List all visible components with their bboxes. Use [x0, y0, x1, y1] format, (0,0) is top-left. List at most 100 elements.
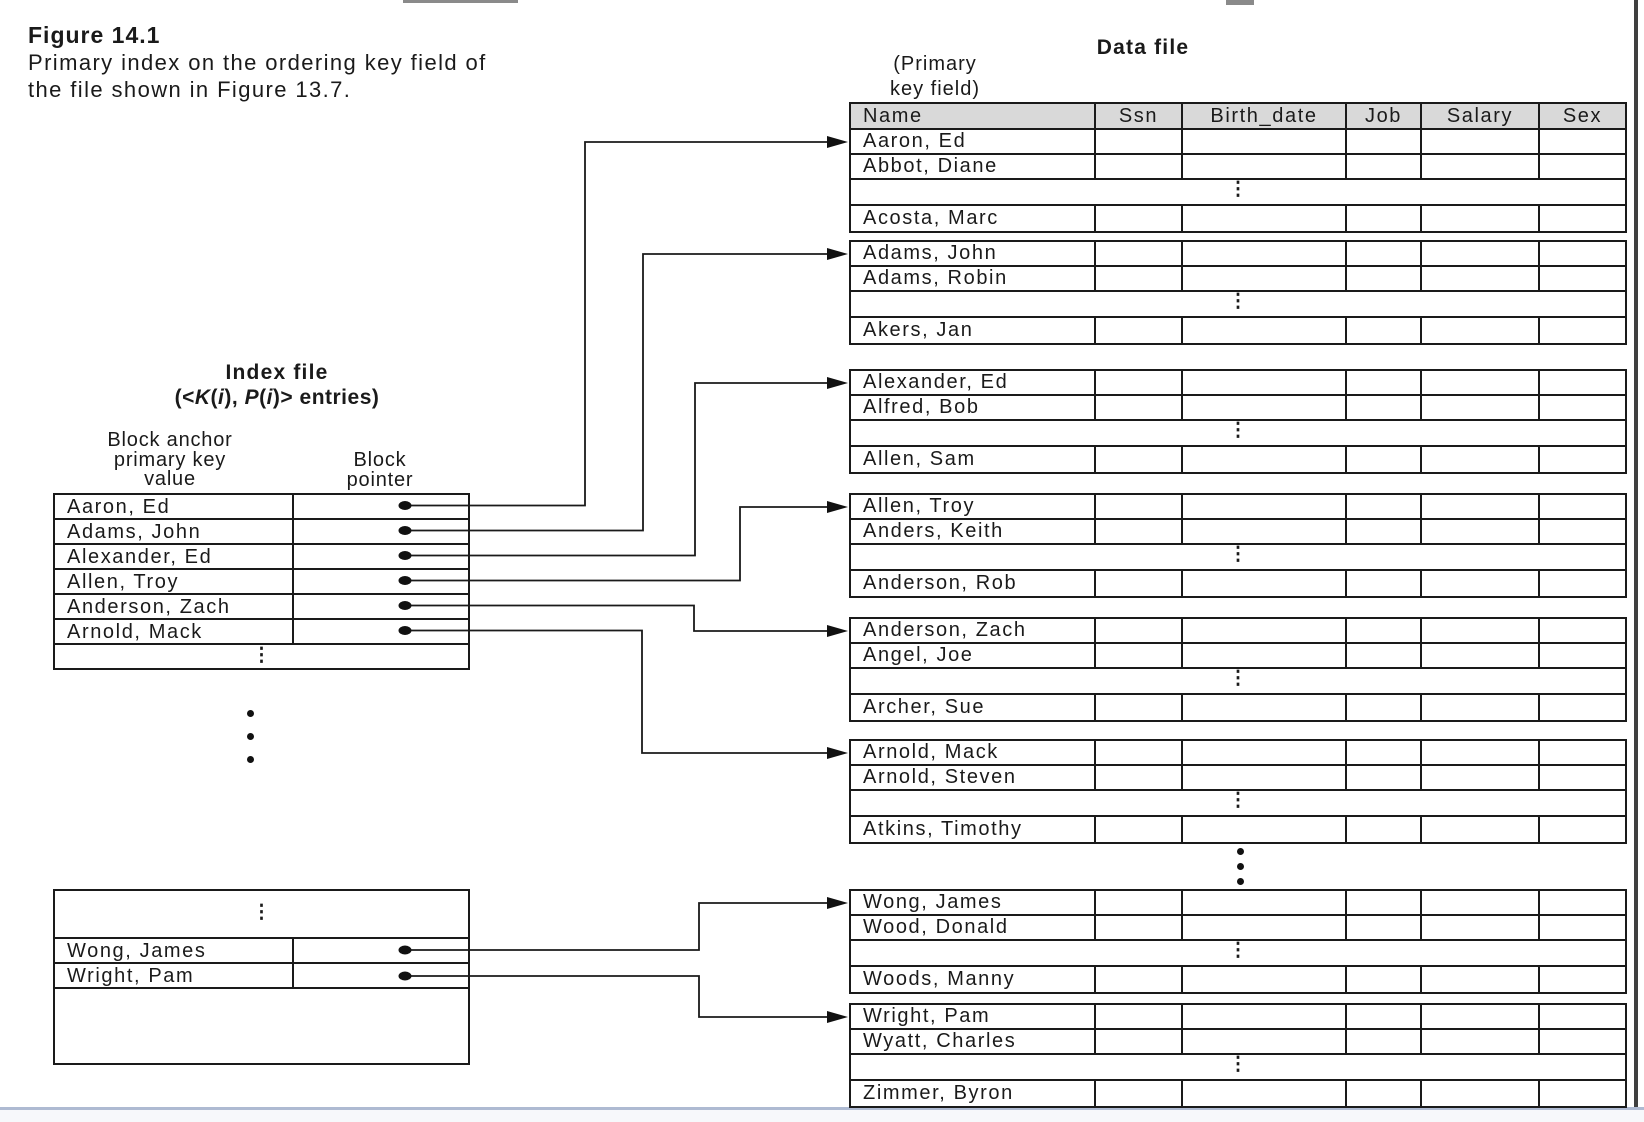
record-empty-cell — [1347, 967, 1422, 992]
record-name-cell: Acosta, Marc — [851, 206, 1096, 231]
record-empty-cell — [1096, 396, 1183, 419]
ellipsis-row: ⋮ — [851, 421, 1625, 447]
record-empty-cell — [1540, 695, 1625, 720]
record-name-cell: Anderson, Zach — [851, 619, 1096, 642]
record-name-cell: Archer, Sue — [851, 695, 1096, 720]
figure-caption-line: Primary index on the ordering key field … — [28, 50, 487, 75]
index-file-title-text: Index file — [225, 361, 329, 384]
record-name: Wong, James — [863, 891, 1003, 913]
ellipsis-row: ⋮ — [851, 545, 1625, 571]
record-name-cell: Adams, John — [851, 242, 1096, 265]
record-empty-cell — [1096, 371, 1183, 394]
record-empty-cell — [1347, 267, 1422, 290]
record-empty-cell — [1183, 1005, 1347, 1028]
record-empty-cell — [1422, 619, 1540, 642]
record-empty-cell — [1096, 447, 1183, 472]
key-column-label-line: Block anchor — [107, 429, 233, 451]
record-empty-cell — [1096, 817, 1183, 842]
data-blocks-ellipsis — [1237, 848, 1244, 885]
record-empty-cell — [1183, 267, 1347, 290]
record-empty-cell — [1422, 891, 1540, 914]
record-name: Alfred, Bob — [863, 396, 980, 418]
record-empty-cell — [1540, 495, 1625, 518]
record-empty-cell — [1347, 1030, 1422, 1053]
record-empty-cell — [1422, 1081, 1540, 1106]
record-empty-cell — [1183, 619, 1347, 642]
page-bottom-strip — [0, 1110, 1644, 1122]
index-key-pointer-divider — [292, 495, 294, 645]
record-empty-cell — [1540, 1005, 1625, 1028]
table-row: Zimmer, Byron — [851, 1081, 1625, 1106]
index-tables-ellipsis — [247, 710, 254, 763]
column-header-ssn: Ssn — [1096, 104, 1183, 128]
record-empty-cell — [1347, 817, 1422, 842]
index-entry-key: Wright, Pam — [67, 965, 195, 987]
record-empty-cell — [1347, 766, 1422, 789]
record-name-cell: Aaron, Ed — [851, 130, 1096, 153]
record-empty-cell — [1183, 891, 1347, 914]
record-empty-cell — [1422, 1030, 1540, 1053]
table-row: Wood, Donald — [851, 916, 1625, 941]
record-empty-cell — [1422, 318, 1540, 343]
record-empty-cell — [1096, 520, 1183, 543]
record-empty-cell — [1540, 891, 1625, 914]
key-column-label-line: primary key — [113, 448, 227, 471]
record-empty-cell — [1183, 520, 1347, 543]
record-empty-cell — [1096, 242, 1183, 265]
record-empty-cell — [1096, 644, 1183, 667]
table-row: Abbot, Diane — [851, 155, 1625, 180]
record-empty-cell — [1422, 396, 1540, 419]
record-name: Aaron, Ed — [863, 130, 967, 152]
block-pointer-arrow — [405, 248, 848, 532]
record-empty-cell — [1422, 371, 1540, 394]
record-empty-cell — [1183, 396, 1347, 419]
record-name: Angel, Joe — [863, 644, 974, 666]
index-entry-key: Aaron, Ed — [67, 496, 171, 518]
record-empty-cell — [1183, 130, 1347, 153]
index-entry-row: Wright, Pam — [55, 964, 468, 989]
record-name: Wood, Donald — [863, 916, 1009, 938]
row-ellipsis: ⋮ — [1228, 291, 1248, 312]
record-empty-cell — [1540, 916, 1625, 939]
table-row: Acosta, Marc — [851, 206, 1625, 231]
figure-caption: Figure 14.1 Primary index on the orderin… — [28, 22, 487, 103]
record-empty-cell — [1347, 520, 1422, 543]
index-entry-row: Allen, Troy — [55, 570, 468, 595]
record-empty-cell — [1540, 267, 1625, 290]
record-empty-cell — [1422, 644, 1540, 667]
page-right-edge — [1634, 0, 1638, 1108]
record-empty-cell — [1183, 495, 1347, 518]
record-empty-cell — [1540, 817, 1625, 842]
primary-key-field-note: (Primary key field) — [845, 52, 1025, 102]
scan-artifact — [1226, 0, 1254, 5]
row-ellipsis: ⋮ — [1228, 940, 1248, 961]
record-empty-cell — [1183, 447, 1347, 472]
index-row-border — [55, 937, 468, 939]
record-empty-cell — [1540, 155, 1625, 178]
page-bottom-edge — [0, 1107, 1644, 1110]
column-header-birth_date: Birth_date — [1183, 104, 1347, 128]
record-empty-cell — [1347, 891, 1422, 914]
record-empty-cell — [1540, 741, 1625, 764]
index-entry-row: Anderson, Zach — [55, 595, 468, 620]
index-entry-row: Alexander, Ed — [55, 545, 468, 570]
table-row: Atkins, Timothy — [851, 817, 1625, 842]
record-empty-cell — [1422, 155, 1540, 178]
record-name: Arnold, Mack — [863, 741, 999, 763]
table-row: Wyatt, Charles — [851, 1030, 1625, 1055]
record-empty-cell — [1347, 396, 1422, 419]
record-empty-cell — [1347, 206, 1422, 231]
record-empty-cell — [1347, 242, 1422, 265]
record-empty-cell — [1096, 1081, 1183, 1106]
record-empty-cell — [1183, 967, 1347, 992]
record-name-cell: Alfred, Bob — [851, 396, 1096, 419]
record-name-cell: Arnold, Steven — [851, 766, 1096, 789]
record-name: Allen, Sam — [863, 448, 976, 470]
figure-number: Figure 14.1 — [28, 22, 161, 48]
index-entry-key: Arnold, Mack — [67, 621, 203, 643]
table-row: Adams, John — [851, 242, 1625, 267]
table-row: Adams, Robin — [851, 267, 1625, 292]
table-row: Alexander, Ed — [851, 371, 1625, 396]
row-ellipsis: ⋮ — [1228, 1054, 1248, 1075]
